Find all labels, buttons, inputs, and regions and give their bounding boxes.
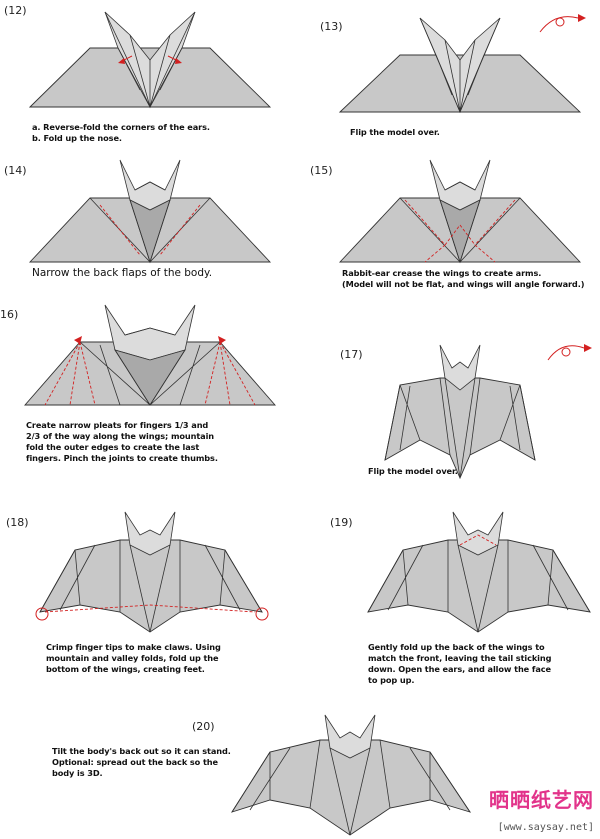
step-14-number: (14) [4,164,27,177]
step-16-diagram [24,304,276,406]
caption-line: Gently fold up the back of the wings to [368,642,545,652]
caption-line: Narrow the back flaps of the body. [32,267,213,279]
step-12-number: (12) [4,4,27,17]
step-15-caption: Rabbit-ear crease the wings to create ar… [342,268,584,290]
step-18-diagram [35,511,269,633]
caption-line: to pop up. [368,675,415,685]
step-17-caption: Flip the model over. [368,466,458,477]
step-15-diagram [338,159,582,264]
caption-line: Flip the model over. [350,127,440,137]
step-16-caption: Create narrow pleats for fingers 1/3 and… [26,420,218,464]
caption-line: Crimp finger tips to make claws. Using [46,642,221,652]
caption-line: 2/3 of the way along the wings; mountain [26,431,215,441]
step-19-diagram [367,511,591,633]
step-12-diagram [28,11,272,109]
caption-line: Flip the model over. [368,466,458,476]
step-20-number: (20) [192,720,215,733]
caption-line: a. Reverse-fold the corners of the ears. [32,122,210,132]
step-20-caption: Tilt the body's back out so it can stand… [52,746,231,779]
caption-line: Create narrow pleats for fingers 1/3 and [26,420,209,430]
step-17-number: (17) [340,348,363,361]
step-13-diagram [338,14,586,114]
step-17-diagram [384,344,592,480]
caption-line: Rabbit-ear crease the wings to create ar… [342,268,542,278]
step-14-caption: Narrow the back flaps of the body. [32,268,212,279]
caption-line: mountain and valley folds, fold up the [46,653,219,663]
step-18-number: (18) [6,516,29,529]
caption-line: bottom of the wings, creating feet. [46,664,205,674]
caption-line: Tilt the body's back out so it can stand… [52,746,231,756]
caption-line: down. Open the ears, and allow the face [368,664,551,674]
caption-line: b. Fold up the nose. [32,133,122,143]
caption-line: match the front, leaving the tail sticki… [368,653,552,663]
caption-line: fingers. Pinch the joints to create thum… [26,453,218,463]
watermark-logo: 晒晒纸艺网 [489,788,594,812]
step-14-diagram [28,159,272,264]
caption-line: (Model will not be flat, and wings will … [342,279,585,289]
step-20-diagram [230,714,472,836]
step-12-caption: a. Reverse-fold the corners of the ears.… [32,122,210,144]
caption-line: Optional: spread out the back so the [52,757,218,767]
caption-line: body is 3D. [52,768,103,778]
step-16-number: 16) [0,308,19,321]
step-19-number: (19) [330,516,353,529]
step-13-number: (13) [320,20,343,33]
step-15-number: (15) [310,164,333,177]
caption-line: fold the outer edges to create the last [26,442,200,452]
step-19-caption: Gently fold up the back of the wings to … [368,642,551,686]
watermark-url: [www.saysay.net] [497,822,594,833]
step-13-caption: Flip the model over. [350,127,440,138]
step-18-caption: Crimp finger tips to make claws. Using m… [46,642,221,675]
